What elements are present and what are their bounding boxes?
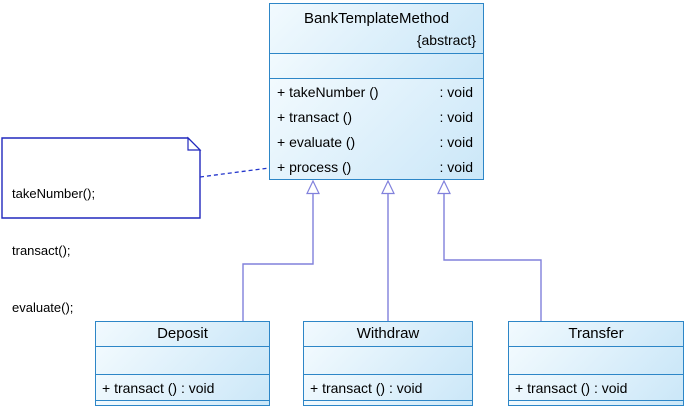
note-line: transact(); xyxy=(12,243,71,258)
class-name: Withdraw xyxy=(304,322,472,346)
class-attributes-compartment xyxy=(270,52,483,78)
class-box-deposit[interactable]: Deposit + transact () : void xyxy=(95,321,270,406)
operation-row: + transact () : void xyxy=(96,374,269,400)
operation-return-type: : void xyxy=(439,133,473,150)
operation-return-type: : void xyxy=(439,83,473,100)
class-extra-compartment xyxy=(509,400,683,405)
class-extra-compartment xyxy=(96,400,269,405)
operation-row: + evaluate () : void xyxy=(270,129,483,154)
class-attributes-compartment xyxy=(96,346,269,374)
operation-row: + process () : void xyxy=(270,154,483,179)
class-name: BankTemplateMethod xyxy=(303,10,450,27)
inheritance-arrowhead-withdraw-icon xyxy=(381,179,395,195)
class-box-withdraw[interactable]: Withdraw + transact () : void xyxy=(303,321,473,406)
note-anchor-line[interactable] xyxy=(199,167,270,178)
class-attributes-compartment xyxy=(509,346,683,374)
operation-signature: + transact () xyxy=(277,108,353,125)
operation-signature: + evaluate () xyxy=(277,133,356,150)
note-line: takeNumber(); xyxy=(12,186,96,201)
inheritance-arrowhead-deposit-icon xyxy=(306,179,320,195)
operation-row: + transact () : void xyxy=(509,374,683,400)
inheritance-edge-deposit[interactable] xyxy=(242,194,314,321)
note-text: takeNumber(); transact(); evaluate(); xyxy=(12,146,95,355)
operation-signature: + takeNumber () xyxy=(277,83,379,100)
inheritance-arrowhead-transfer-icon xyxy=(437,179,451,195)
class-operations-compartment: + takeNumber () : void + transact () : v… xyxy=(270,78,483,179)
class-attributes-compartment xyxy=(304,346,472,374)
inheritance-edge-transfer[interactable] xyxy=(443,194,542,321)
note-fold-corner-icon xyxy=(187,136,202,151)
operation-row: + takeNumber () : void xyxy=(270,79,483,104)
operation-return-type: : void xyxy=(439,108,473,125)
class-box-banktemplatemethod[interactable]: BankTemplateMethod {abstract} + takeNumb… xyxy=(269,3,484,180)
class-box-transfer[interactable]: Transfer + transact () : void xyxy=(508,321,684,406)
operation-row: + transact () : void xyxy=(270,104,483,129)
class-name: Deposit xyxy=(96,322,269,346)
operation-return-type: : void xyxy=(439,158,473,175)
class-stereotype: {abstract} xyxy=(416,32,476,48)
class-name: Transfer xyxy=(509,322,683,346)
class-header: BankTemplateMethod {abstract} xyxy=(270,4,483,53)
note-shape[interactable] xyxy=(1,137,201,219)
class-extra-compartment xyxy=(304,400,472,405)
operation-row: + transact () : void xyxy=(304,374,472,400)
note-line: evaluate(); xyxy=(12,300,74,315)
operation-signature: + process () xyxy=(277,158,352,175)
